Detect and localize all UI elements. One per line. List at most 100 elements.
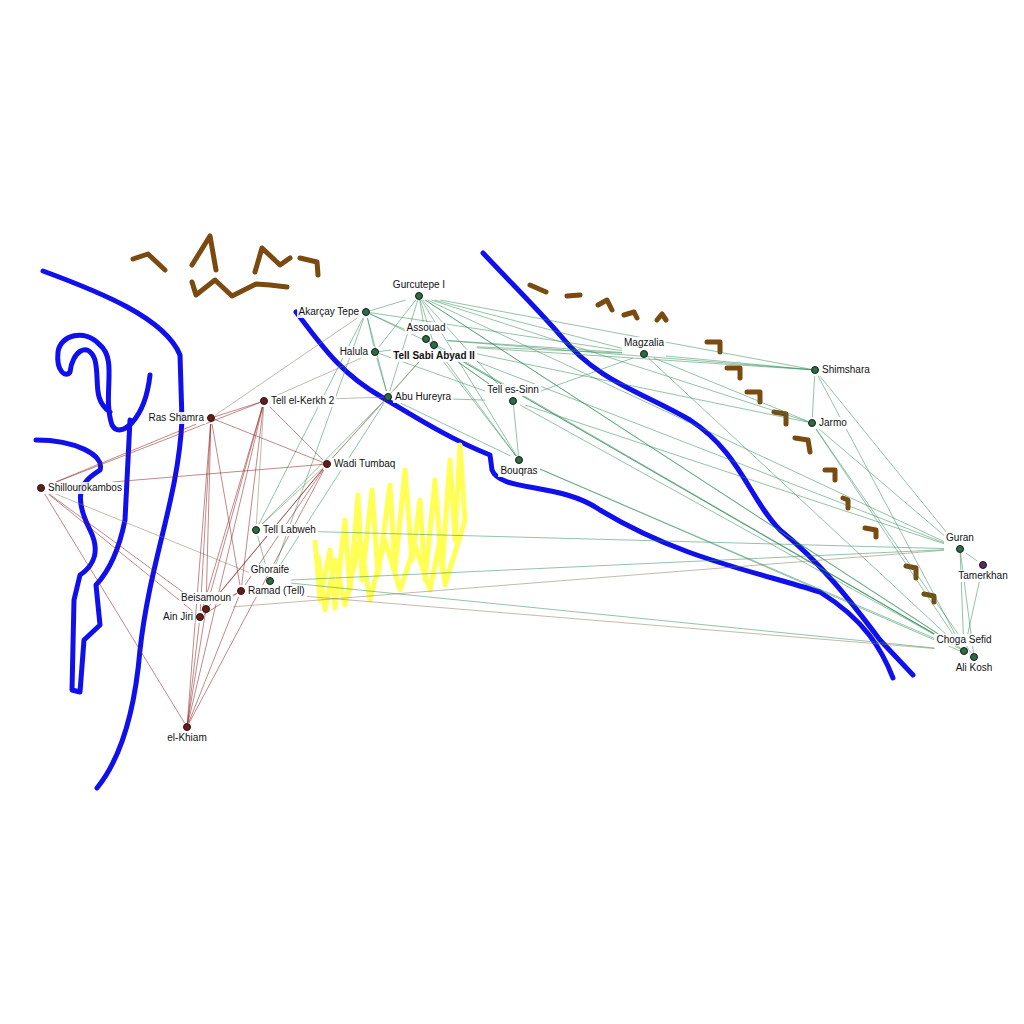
site-link bbox=[188, 613, 206, 723]
site-link bbox=[458, 362, 489, 384]
site-node: Wadi Tumbaq bbox=[323, 458, 397, 470]
mountain-mark bbox=[624, 312, 637, 318]
site-link bbox=[281, 403, 384, 564]
site-link bbox=[541, 358, 633, 391]
site-link bbox=[819, 429, 944, 535]
mountain-mark bbox=[825, 470, 835, 480]
site-node: Akarçay Tepe bbox=[297, 306, 370, 318]
site-link bbox=[477, 354, 808, 422]
site-dot bbox=[970, 653, 978, 661]
site-node: Jarmo bbox=[808, 417, 849, 429]
site-link bbox=[431, 300, 808, 422]
site-dot bbox=[183, 723, 191, 731]
site-node: Ras Shamra bbox=[146, 412, 215, 424]
mountain-mark bbox=[192, 280, 287, 296]
site-link bbox=[215, 420, 323, 463]
site-label: Jarmo bbox=[817, 417, 849, 429]
mountain-mark bbox=[255, 248, 290, 272]
site-link bbox=[318, 532, 944, 549]
site-link bbox=[45, 494, 185, 723]
site-dot bbox=[811, 366, 819, 374]
site-link bbox=[332, 362, 418, 458]
site-link bbox=[370, 300, 406, 311]
site-node: el-Khiam bbox=[165, 723, 208, 744]
site-link bbox=[525, 405, 944, 544]
mountain-mark bbox=[300, 258, 318, 275]
site-node: Halula bbox=[338, 346, 379, 358]
site-link bbox=[654, 358, 808, 421]
site-node: Choga Sefid bbox=[934, 634, 993, 655]
site-label: Tell el-Kerkh 2 bbox=[269, 395, 336, 407]
mountain-mark bbox=[133, 254, 165, 270]
site-link bbox=[440, 300, 811, 369]
site-link bbox=[256, 407, 263, 524]
site-label: el-Khiam bbox=[165, 732, 208, 744]
site-label: Assouad bbox=[405, 322, 448, 334]
mountain-mark bbox=[865, 528, 876, 537]
site-node: Beisamoun bbox=[179, 592, 233, 613]
site-link bbox=[202, 407, 262, 611]
site-dot bbox=[640, 350, 648, 358]
site-link bbox=[400, 403, 510, 456]
site-link bbox=[212, 424, 240, 585]
site-link bbox=[200, 424, 210, 611]
mountain-mark bbox=[843, 498, 848, 508]
site-label: Tell Sabi Abyad II bbox=[391, 350, 477, 362]
site-node: Shimshara bbox=[811, 364, 872, 376]
site-dot bbox=[979, 561, 987, 569]
site-node: Tell Labweh bbox=[252, 524, 318, 536]
site-label: Ghoraife bbox=[249, 564, 291, 576]
site-node: Guran bbox=[944, 532, 976, 553]
site-dot bbox=[422, 335, 430, 343]
mountain-mark bbox=[727, 368, 740, 378]
site-link bbox=[242, 407, 264, 585]
site-label: Gurcutepe I bbox=[391, 279, 447, 291]
site-dot bbox=[323, 460, 331, 468]
site-label: Ali Kosh bbox=[954, 662, 995, 674]
site-link bbox=[513, 405, 518, 456]
site-dot bbox=[252, 526, 260, 534]
river bbox=[483, 253, 913, 675]
site-dot bbox=[384, 393, 392, 401]
site-label: Magzalia bbox=[622, 337, 666, 349]
site-label: Halula bbox=[338, 346, 370, 358]
site-label: Wadi Tumbaq bbox=[332, 458, 397, 470]
site-link bbox=[463, 362, 967, 653]
site-dot bbox=[207, 414, 215, 422]
site-label: Tell es-Sinn bbox=[485, 384, 541, 396]
site-link bbox=[56, 403, 260, 482]
site-link bbox=[113, 464, 324, 482]
site-dot bbox=[362, 308, 370, 316]
site-node: Shillourokambos bbox=[37, 482, 124, 494]
site-link bbox=[368, 318, 387, 391]
site-link bbox=[968, 582, 979, 634]
site-label: Bouqras bbox=[498, 465, 539, 477]
site-node: Ramad (Tell) bbox=[237, 585, 307, 597]
site-link bbox=[262, 468, 323, 524]
site-label: Tamerkhan bbox=[956, 570, 1009, 582]
site-label: Beisamoun bbox=[179, 592, 233, 604]
site-node: Magzalia bbox=[622, 337, 666, 358]
site-node: Tell es-Sinn bbox=[485, 384, 541, 405]
site-dot bbox=[202, 605, 210, 613]
site-link bbox=[215, 402, 260, 416]
site-label: Ain Jiri bbox=[161, 611, 195, 623]
site-node: Tell Sabi Abyad II bbox=[391, 341, 477, 362]
site-link bbox=[56, 494, 249, 572]
site-node: Ain Jiri bbox=[161, 611, 204, 623]
site-label: Shimshara bbox=[820, 364, 872, 376]
site-link bbox=[648, 358, 945, 634]
site-link bbox=[540, 469, 965, 653]
site-dot bbox=[260, 397, 268, 405]
site-node: Gurcutepe I bbox=[391, 279, 447, 300]
site-link bbox=[666, 356, 811, 370]
site-link bbox=[291, 583, 934, 648]
site-dot bbox=[956, 545, 964, 553]
site-node: Assouad bbox=[405, 322, 448, 343]
site-dot bbox=[415, 292, 423, 300]
site-link bbox=[818, 376, 955, 634]
mountain-mark bbox=[567, 295, 580, 296]
site-label: Tell Labweh bbox=[261, 524, 318, 536]
site-link bbox=[291, 550, 944, 580]
